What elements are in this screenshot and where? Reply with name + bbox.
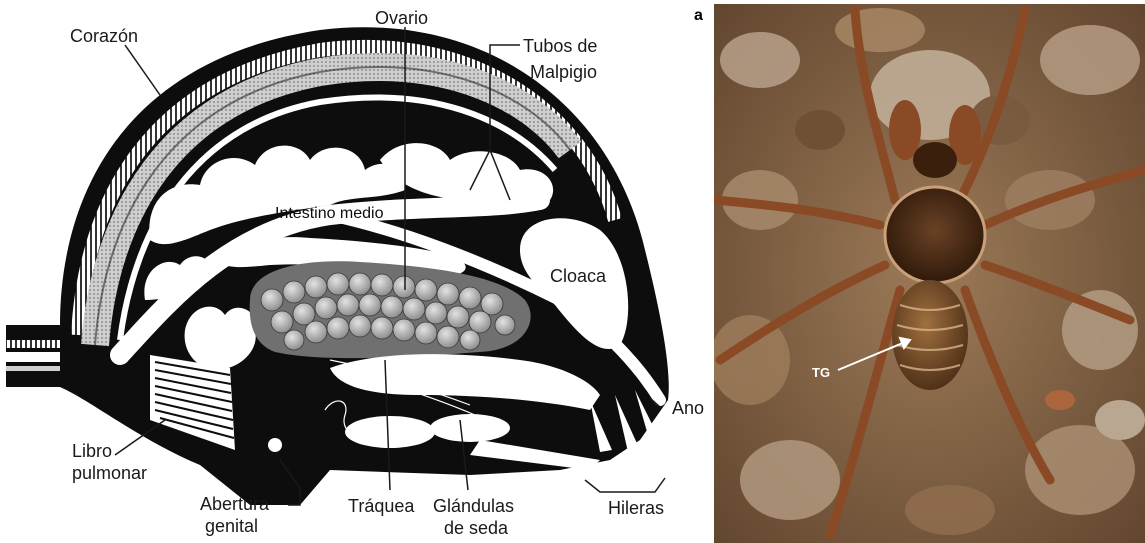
pedicel	[6, 325, 66, 387]
label-cloaca: Cloaca	[550, 266, 607, 286]
label-libro-2: pulmonar	[72, 463, 147, 483]
spider-cephalothorax	[885, 187, 985, 283]
panel-letter-a: a	[694, 7, 703, 24]
label-tubos-1: Tubos de	[523, 36, 597, 56]
spider-photo: TG	[710, 4, 1145, 543]
label-traquea: Tráquea	[348, 496, 415, 516]
label-tg: TG	[812, 365, 830, 380]
label-corazon: Corazón	[70, 26, 138, 46]
label-glandulas-2: de seda	[444, 518, 509, 538]
label-intestino: Intestino medio	[275, 205, 384, 222]
label-ovario: Ovario	[375, 8, 428, 28]
label-abertura-2: genital	[205, 516, 258, 536]
label-glandulas-1: Glándulas	[433, 496, 514, 516]
label-abertura-1: Abertura	[200, 494, 270, 514]
spider-abdomen	[892, 280, 968, 390]
genital-opening	[268, 438, 282, 452]
label-libro-1: Libro	[72, 441, 112, 461]
label-tubos-2: Malpigio	[530, 62, 597, 82]
spider-anatomy-diagram: Corazón Ovario Tubos de Malpigio Intesti…	[6, 8, 704, 538]
label-ano: Ano	[672, 398, 704, 418]
label-hileras: Hileras	[608, 498, 664, 518]
